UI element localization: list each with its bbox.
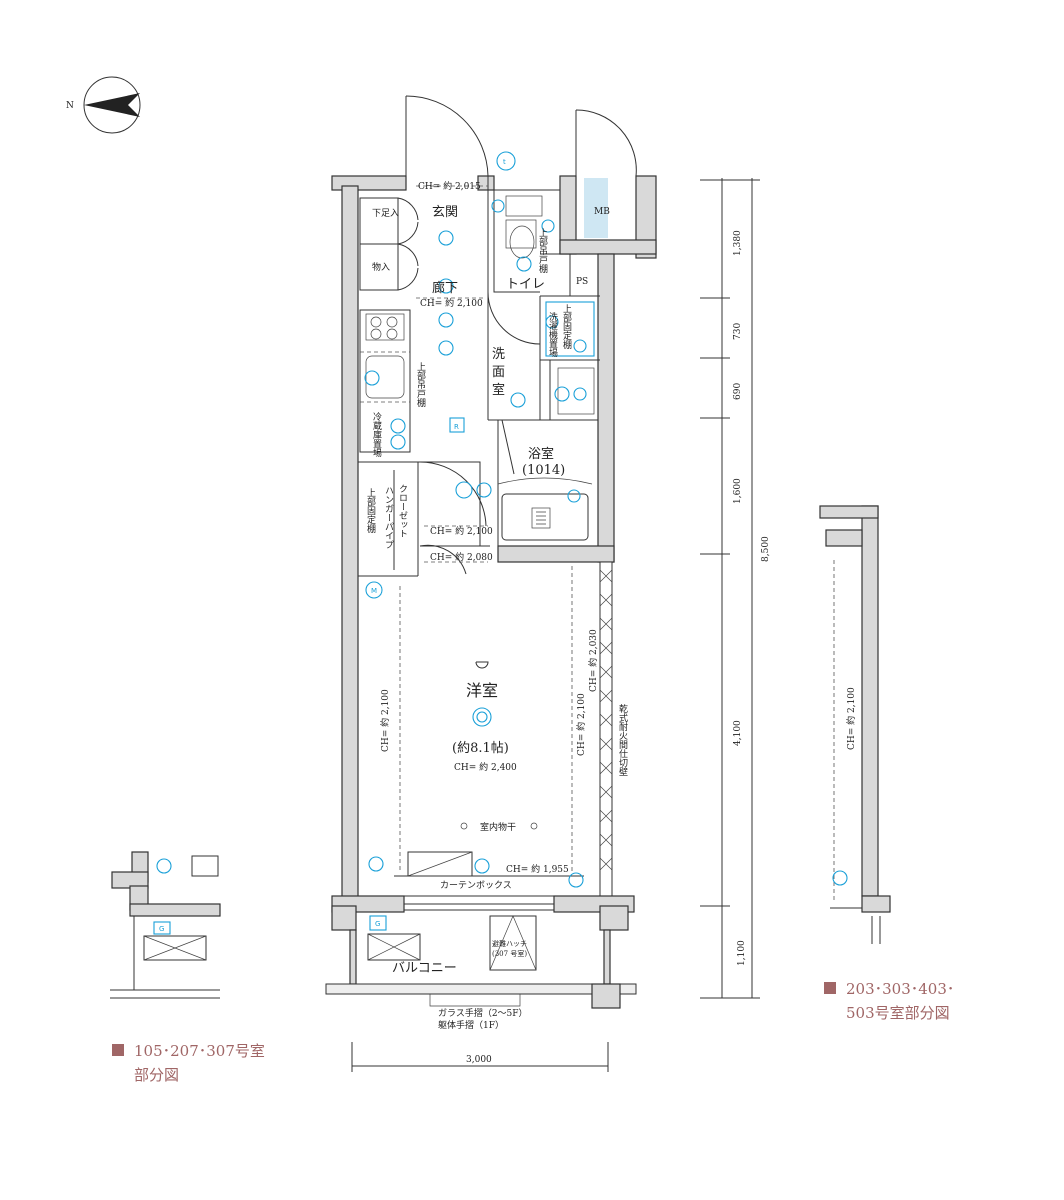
western-room-label: 洋室 — [466, 681, 498, 700]
mb-shaft — [584, 178, 608, 238]
ch-room-right: CH= 約 2,100 — [575, 693, 587, 756]
ch-closet-2: CH= 約 2,080 — [430, 551, 493, 563]
bath-label: 浴室 — [528, 446, 554, 462]
railing-label-2: 躯体手摺（1F） — [438, 1019, 504, 1031]
compass-icon: N — [66, 76, 141, 134]
senmen-label-2: 面 — [492, 365, 505, 380]
hanger-label: ハンガーパイプ — [383, 486, 394, 549]
storage-label: 物入 — [372, 261, 390, 273]
left-gas-icon: G — [159, 925, 164, 933]
dim-690: 690 — [733, 383, 743, 400]
ch-corridor: CH= 約 2,100 — [420, 297, 483, 309]
senmen-label-3: 室 — [492, 382, 505, 398]
railing-label-1: ガラス手摺（2〜5F） — [438, 1007, 528, 1019]
curtain-box-label: カーテンボックス — [440, 880, 512, 891]
rouka-label: 廊下 — [432, 280, 458, 296]
mb-door[interactable] — [575, 109, 637, 177]
ceiling-light-icon — [460, 661, 538, 830]
legend-right-line1: 203･303･403･ — [846, 980, 954, 998]
ch-window: CH= 約 1,955 — [506, 863, 569, 875]
compass-north-label: N — [66, 101, 74, 111]
fire-wall-hatch — [599, 569, 613, 871]
hatch-label-1: 避難ハッチ — [492, 939, 527, 948]
ps-label: PS — [576, 277, 588, 287]
electrical-symbols: t R M G — [364, 151, 595, 931]
toilet-label: トイレ — [506, 277, 545, 292]
ch-room-left: CH= 約 2,100 — [379, 689, 391, 752]
room-labels: 玄関 廊下 トイレ PS 洗 面 室 浴室 (1014) 洋室 (約8.1帖) … — [392, 205, 588, 976]
interior-partitions — [358, 176, 600, 1007]
dimension-lines: 1,380 730 690 1,600 4,100 1,100 8,500 3,… — [351, 178, 771, 1072]
fridge-label: 冷蔵庫置場 — [371, 411, 382, 458]
multimedia-icon: M — [371, 587, 377, 595]
ch-room-center: CH= 約 2,400 — [454, 761, 517, 773]
kitchen-cabinet-label: 上部吊戸棚 — [415, 362, 426, 408]
drying-label: 室内物干 — [480, 821, 516, 833]
dim-3000: 3,000 — [466, 1055, 492, 1065]
ch-entrance: CH= 約 2,015 — [418, 180, 481, 192]
outer-walls — [325, 175, 657, 1009]
remote-icon: R — [454, 423, 459, 431]
partial-plan-left: G 105･207･307号室 部分図 — [110, 851, 265, 1084]
partial-plan-right: CH= 約 2,100 203･303･403･ 503号室部分図 — [819, 505, 954, 1022]
toilet-cabinet-label: 上部吊戸棚 — [537, 228, 548, 274]
dim-8500: 8,500 — [761, 536, 771, 562]
dim-730: 730 — [733, 323, 743, 340]
shoe-storage-label: 下足入 — [372, 208, 399, 219]
entrance-door[interactable] — [405, 95, 489, 177]
legend-left-line2: 部分図 — [134, 1066, 179, 1084]
senmen-label-1: 洗 — [492, 347, 505, 362]
closet-label: クローゼット — [397, 484, 408, 538]
bath-size: (1014) — [522, 463, 565, 478]
dim-1100: 1,100 — [737, 940, 747, 966]
dim-4100: 4,100 — [733, 720, 743, 746]
western-room-size: (約8.1帖) — [452, 741, 509, 756]
tv-outlet-icon: t — [503, 158, 506, 166]
balcony-label: バルコニー — [392, 961, 457, 976]
ceiling-height-labels: CH= 約 2,015 CH= 約 2,100 CH= 約 2,100 CH= … — [379, 180, 599, 875]
ch-room-far-right: CH= 約 2,030 — [587, 629, 599, 692]
legend-right-line2: 503号室部分図 — [846, 1004, 950, 1022]
washer-label: 洗濯機置場 — [547, 311, 558, 358]
ch-partial-right: CH= 約 2,100 — [845, 687, 857, 750]
fire-wall-label: 乾式耐火間仕切壁 — [617, 703, 628, 776]
ch-closet-1: CH= 約 2,100 — [430, 525, 493, 537]
gas-meter-icon: G — [375, 920, 380, 928]
dim-1600: 1,600 — [733, 478, 743, 504]
hatch-label-2: (307 号室) — [492, 949, 527, 958]
fixture-labels: 下足入 物入 上部吊戸棚 洗濯機置場 上部固定棚 上部吊戸棚 冷蔵庫置場 クロー… — [365, 208, 628, 1031]
mb-label: MB — [594, 207, 610, 217]
legend-left-line1: 105･207･307号室 — [134, 1042, 265, 1060]
closet-shelf-label: 上部固定棚 — [365, 488, 376, 534]
dim-1380: 1,380 — [733, 230, 743, 256]
wash-shelf-label: 上部固定棚 — [561, 304, 572, 350]
genkan-label: 玄関 — [432, 205, 458, 220]
